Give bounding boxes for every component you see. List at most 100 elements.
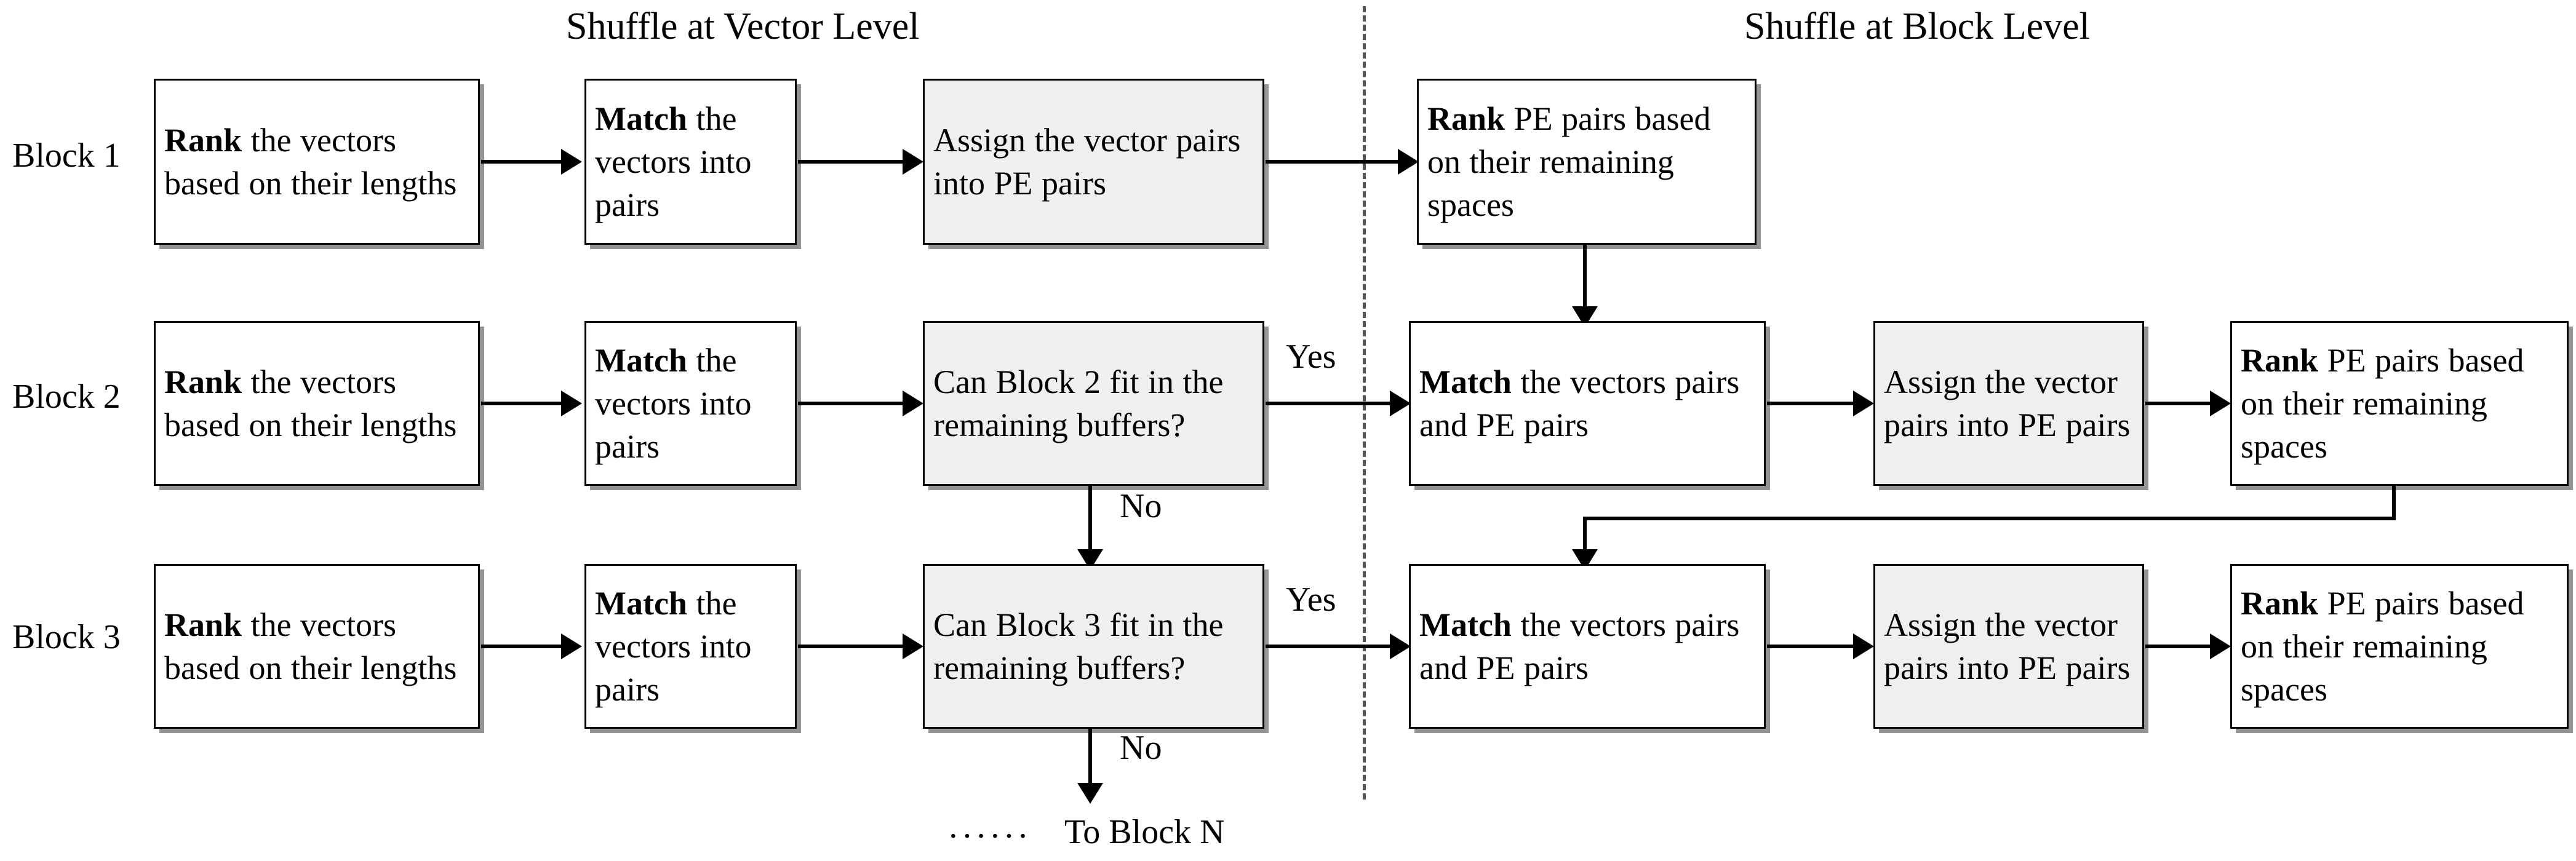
connector-r1c3-to-r1c4 (1266, 160, 1398, 164)
edge-label-yes-block2: Yes (1286, 338, 1336, 376)
connector-r3c2-to-r3c3 (798, 645, 903, 648)
connector-r3c3-yes-to-r3c4 (1266, 645, 1390, 648)
process-box-keyword: Rank (164, 606, 242, 643)
process-box-text: Rank the vectors based on their lengths (164, 360, 469, 446)
process-box-text: Rank PE pairs based on their remaining s… (1427, 97, 1746, 227)
decision-box-text: Can Block 2 fit in the remaining buffers… (933, 360, 1254, 446)
arrowhead-r1c2-to-r1c3 (903, 149, 923, 175)
row-label-block-2: Block 2 (12, 378, 121, 416)
feedback-segment-left-r2c6 (1583, 517, 2396, 520)
arrowhead-r3c4-to-r3c5 (1853, 633, 1874, 659)
row-label-block-1: Block 1 (12, 137, 121, 175)
section-title-block-level: Shuffle at Block Level (1744, 6, 2090, 47)
ellipsis-dots-icon: ······ (947, 817, 1031, 855)
process-box-rank-pe-pairs-block1[interactable]: Rank PE pairs based on their remaining s… (1417, 79, 1757, 245)
process-box-assign-vector-pairs-block2[interactable]: Assign the vector pairs into PE pairs (1873, 321, 2144, 486)
process-box-text: Match the vectors into pairs (595, 97, 786, 227)
connector-r2c2-to-r2c3 (798, 402, 903, 405)
decision-box-can-block2-fit[interactable]: Can Block 2 fit in the remaining buffers… (923, 321, 1264, 486)
process-box-text: Assign the vector pairs into PE pairs (1884, 360, 2134, 446)
feedback-segment-down-r2c6 (2392, 486, 2396, 520)
arrowhead-r2c4-to-r2c5 (1853, 391, 1874, 416)
arrowhead-r3c3-no (1077, 783, 1103, 804)
process-box-body: the vectors based on their lengths (164, 363, 457, 443)
process-box-body: PE pairs based on their remaining spaces (1427, 100, 1711, 224)
process-box-keyword: Rank (2241, 341, 2319, 379)
arrowhead-r3c3-yes (1390, 633, 1411, 659)
process-box-keyword: Match (1419, 363, 1512, 400)
connector-r2c3-yes-to-r2c4 (1266, 402, 1390, 405)
connector-r2c5-to-r2c6 (2145, 402, 2210, 405)
connector-r2c3-no-to-r3c3 (1088, 486, 1092, 554)
decision-box-can-block3-fit[interactable]: Can Block 3 fit in the remaining buffers… (923, 564, 1264, 729)
connector-r3c4-to-r3c5 (1767, 645, 1853, 648)
process-box-match-vectors-block3[interactable]: Match the vectors into pairs (584, 564, 797, 729)
connector-r3c5-to-r3c6 (2145, 645, 2210, 648)
process-box-body: Assign the vector pairs into PE pairs (1884, 606, 2131, 686)
connector-r3c1-to-r3c2 (481, 645, 561, 648)
process-box-text: Rank PE pairs based on their remaining s… (2241, 582, 2558, 712)
terminator-label-to-block-n: To Block N (1064, 813, 1225, 851)
process-box-body: the vectors pairs and PE pairs (1419, 363, 1740, 443)
process-box-match-vectors-pe-pairs-block2[interactable]: Match the vectors pairs and PE pairs (1409, 321, 1766, 486)
process-box-text: Assign the vector pairs into PE pairs (933, 119, 1254, 205)
process-box-keyword: Rank (1427, 100, 1505, 137)
process-box-text: Rank PE pairs based on their remaining s… (2241, 339, 2558, 469)
process-box-text: Match the vectors pairs and PE pairs (1419, 360, 1755, 446)
process-box-rank-pe-pairs-block3[interactable]: Rank PE pairs based on their remaining s… (2230, 564, 2569, 729)
edge-label-no-block3: No (1120, 729, 1162, 767)
arrowhead-r1c1-to-r1c2 (561, 149, 582, 175)
process-box-body: the vectors into pairs (595, 100, 752, 224)
process-box-body: the vectors pairs and PE pairs (1419, 606, 1740, 686)
process-box-text: Assign the vector pairs into PE pairs (1884, 603, 2134, 689)
process-box-keyword: Match (1419, 606, 1512, 643)
connector-r3c3-no-to-block-n (1088, 729, 1092, 787)
row-label-block-3: Block 3 (12, 618, 121, 656)
decision-box-body: Can Block 2 fit in the remaining buffers… (933, 363, 1224, 443)
process-box-text: Match the vectors into pairs (595, 582, 786, 712)
process-box-keyword: Match (595, 341, 687, 379)
arrowhead-r2c3-yes (1390, 391, 1411, 416)
process-box-keyword: Rank (164, 363, 242, 400)
arrowhead-r2c2-to-r2c3 (903, 391, 923, 416)
process-box-body: the vectors based on their lengths (164, 121, 457, 202)
process-box-rank-vectors-block2[interactable]: Rank the vectors based on their lengths (154, 321, 480, 486)
decision-box-body: Can Block 3 fit in the remaining buffers… (933, 606, 1224, 686)
process-box-assign-vector-pairs-block3[interactable]: Assign the vector pairs into PE pairs (1873, 564, 2144, 729)
edge-label-no-block2: No (1120, 487, 1162, 525)
process-box-rank-pe-pairs-block2[interactable]: Rank PE pairs based on their remaining s… (2230, 321, 2569, 486)
connector-r2c4-to-r2c5 (1767, 402, 1853, 405)
process-box-match-vectors-block1[interactable]: Match the vectors into pairs (584, 79, 797, 245)
process-box-body: PE pairs based on their remaining spaces (2241, 341, 2524, 466)
process-box-text: Match the vectors pairs and PE pairs (1419, 603, 1755, 689)
feedback-segment-down-to-r3c4 (1583, 517, 1587, 555)
process-box-body: PE pairs based on their remaining spaces (2241, 584, 2524, 708)
process-box-rank-vectors-block1[interactable]: Rank the vectors based on their lengths (154, 79, 480, 245)
process-box-text: Rank the vectors based on their lengths (164, 603, 469, 689)
process-box-keyword: Rank (164, 121, 242, 159)
process-box-assign-vector-pairs-block1[interactable]: Assign the vector pairs into PE pairs (923, 79, 1264, 245)
process-box-match-vectors-block2[interactable]: Match the vectors into pairs (584, 321, 797, 486)
arrowhead-r2c5-to-r2c6 (2210, 391, 2231, 416)
connector-r1c4-to-r2c4 (1583, 245, 1587, 311)
arrowhead-r1c3-to-r1c4 (1398, 149, 1419, 175)
arrowhead-r2c1-to-r2c2 (561, 391, 582, 416)
connector-r1c1-to-r1c2 (481, 160, 561, 164)
process-box-match-vectors-pe-pairs-block3[interactable]: Match the vectors pairs and PE pairs (1409, 564, 1766, 729)
edge-label-yes-block3: Yes (1286, 581, 1336, 619)
process-box-rank-vectors-block3[interactable]: Rank the vectors based on their lengths (154, 564, 480, 729)
section-title-vector-level: Shuffle at Vector Level (566, 6, 920, 47)
arrowhead-r3c1-to-r3c2 (561, 633, 582, 659)
process-box-keyword: Match (595, 100, 687, 137)
connector-r2c1-to-r2c2 (481, 402, 561, 405)
process-box-body: the vectors into pairs (595, 341, 752, 466)
arrowhead-r3c5-to-r3c6 (2210, 633, 2231, 659)
process-box-body: Assign the vector pairs into PE pairs (933, 121, 1241, 202)
process-box-body: the vectors based on their lengths (164, 606, 457, 686)
decision-box-text: Can Block 3 fit in the remaining buffers… (933, 603, 1254, 689)
arrowhead-r3c2-to-r3c3 (903, 633, 923, 659)
process-box-text: Match the vectors into pairs (595, 339, 786, 469)
process-box-keyword: Rank (2241, 584, 2319, 622)
process-box-body: the vectors into pairs (595, 584, 752, 708)
